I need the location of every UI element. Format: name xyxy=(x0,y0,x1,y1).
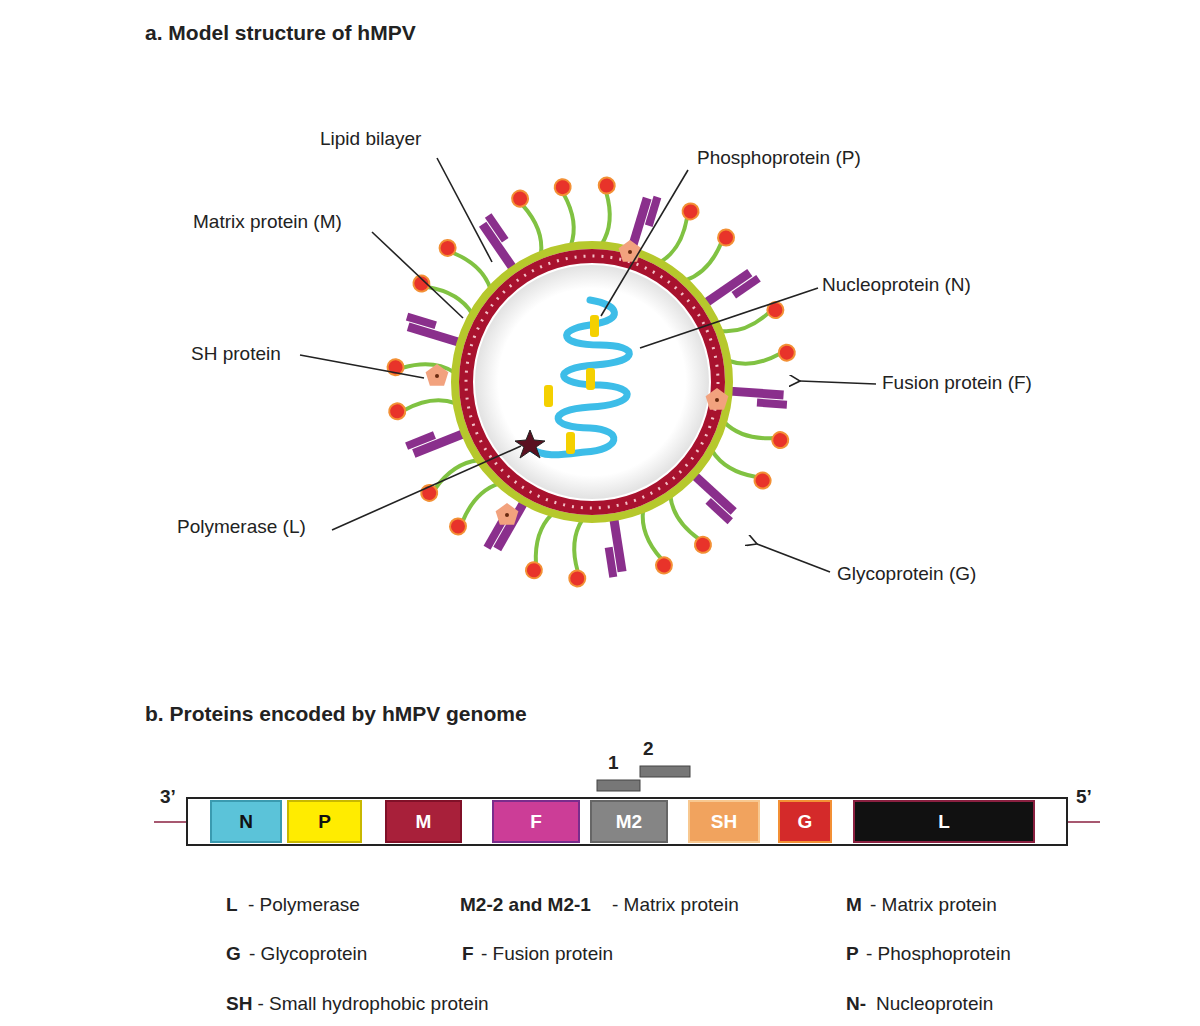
legend-text: Nucleoprotein xyxy=(876,993,993,1015)
gene-box: L xyxy=(853,800,1035,843)
sh-protein xyxy=(496,503,519,525)
legend-key: N- xyxy=(846,993,866,1015)
legend-key: F xyxy=(462,943,474,965)
genome-bar xyxy=(154,766,1100,845)
matrix-dots xyxy=(466,256,718,508)
spike xyxy=(418,453,482,504)
spike xyxy=(524,511,559,580)
spike xyxy=(721,415,790,450)
gene-name: M2 xyxy=(616,811,642,833)
part-label: Fusion protein (F) xyxy=(882,372,1032,394)
gene-name: N xyxy=(239,811,253,833)
spike xyxy=(554,178,580,247)
part-label: Phosphoprotein (P) xyxy=(697,147,861,169)
legend-key: L xyxy=(226,894,238,916)
spike xyxy=(388,394,457,420)
legend-text: - Polymerase xyxy=(248,894,360,916)
gene-box: M xyxy=(385,800,462,843)
gene-box: P xyxy=(287,800,362,843)
virion-core xyxy=(475,265,709,499)
legend-key: SH xyxy=(226,993,252,1015)
sh-protein xyxy=(426,364,449,386)
gene-box: G xyxy=(778,800,832,843)
gene-box: N xyxy=(210,800,282,843)
gene-box: SH xyxy=(688,800,760,843)
end-label: 5’ xyxy=(1076,786,1092,808)
legend-text: - Glycoprotein xyxy=(249,943,367,965)
gene-name: G xyxy=(798,811,813,833)
legend-text: - Small hydrophobic protein xyxy=(257,993,488,1015)
legend-key: P xyxy=(846,943,859,965)
spike xyxy=(410,273,476,320)
spike xyxy=(569,519,590,587)
legend-text: - Fusion protein xyxy=(481,943,613,965)
matrix-layer xyxy=(466,256,718,508)
spike xyxy=(484,495,528,554)
spike xyxy=(635,508,675,576)
legend-text: - Matrix protein xyxy=(612,894,739,916)
spike xyxy=(405,421,466,459)
gene-box: F xyxy=(492,800,580,843)
sh-proteins xyxy=(426,240,729,525)
part-label: SH protein xyxy=(191,343,281,365)
end-label: 3’ xyxy=(160,786,176,808)
gene-name: P xyxy=(318,811,331,833)
part-label: Lipid bilayer xyxy=(320,128,421,150)
phosphoproteins xyxy=(544,315,599,454)
sh-dot xyxy=(715,398,719,402)
sh-dot xyxy=(505,513,509,517)
polymerase-star xyxy=(515,430,545,458)
callout-number: 1 xyxy=(608,752,619,774)
gene-name: M xyxy=(416,811,432,833)
spike xyxy=(595,177,616,245)
nucleocapsid xyxy=(530,300,629,455)
spike xyxy=(663,492,714,556)
gene-box: M2 xyxy=(590,800,668,843)
sh-dot xyxy=(435,374,439,378)
envelope-spikes xyxy=(387,177,796,587)
legend-key: M2-2 and M2-1 xyxy=(460,894,591,916)
sh-protein xyxy=(706,388,729,410)
spike xyxy=(510,188,550,256)
lipid-bilayer xyxy=(455,245,729,519)
part-label: Polymerase (L) xyxy=(177,516,306,538)
spike xyxy=(654,200,701,266)
part-label: Glycoprotein (G) xyxy=(837,563,976,585)
sh-protein xyxy=(619,240,642,262)
spike xyxy=(403,313,464,347)
gene-name: F xyxy=(530,811,542,833)
spike xyxy=(436,237,496,294)
spike xyxy=(707,444,773,491)
spike xyxy=(447,478,504,538)
panel-title: a. Model structure of hMPV xyxy=(145,22,416,44)
spike xyxy=(727,344,796,370)
leader-lines xyxy=(300,158,876,572)
part-label: Nucleoprotein (N) xyxy=(822,274,971,296)
legend-text: - Phosphoprotein xyxy=(866,943,1011,965)
sh-dot xyxy=(628,250,632,254)
spike xyxy=(729,387,788,409)
legend-key: M xyxy=(846,894,862,916)
legend-text: - Matrix protein xyxy=(870,894,997,916)
callout-number: 2 xyxy=(643,738,654,760)
gene-name: L xyxy=(938,811,950,833)
legend-key: G xyxy=(226,943,241,965)
spike xyxy=(600,518,627,578)
part-label: Matrix protein (M) xyxy=(193,211,342,233)
spike xyxy=(718,300,786,340)
gene-name: SH xyxy=(711,811,737,833)
spike xyxy=(680,226,737,286)
panel-title: b. Proteins encoded by hMPV genome xyxy=(145,703,527,725)
